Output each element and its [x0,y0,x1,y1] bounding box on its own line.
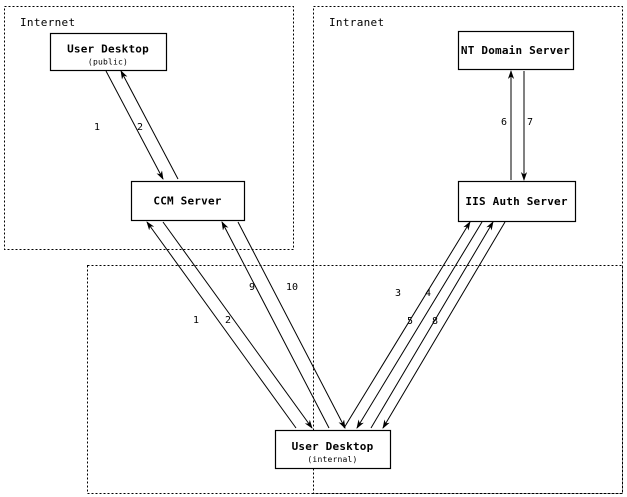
flow-step-label-5-user-desktop-internal-to-iis-auth-server: 5 [407,316,413,327]
flows-layer [105,70,528,429]
flow-line-10-ccm-to-internal [237,221,346,429]
zone-boundary-internet [4,6,294,250]
node-title-user-desktop-internal: User Desktop [292,440,374,453]
flow-line-5-internal-to-iis [370,221,494,429]
flow-line-3-internal-to-iis [343,221,471,429]
node-title-nt-domain-server: NT Domain Server [461,44,570,57]
flow-line-4-iis-to-internal [356,221,483,429]
zone-label-intranet: Intranet [329,16,384,29]
flow-step-label-3-user-desktop-internal-to-iis-auth-server: 3 [395,288,401,299]
flow-step-label-10-ccm-server-to-user-desktop-internal: 10 [286,282,298,293]
flow-step-label-8-iis-auth-server-to-user-desktop-internal: 8 [432,316,438,327]
flow-step-label-2-ccm-server-to-user-desktop-internal: 2 [225,315,231,326]
node-user-desktop-public[interactable]: User Desktop (public) [49,32,168,72]
node-box-iis-auth-server[interactable] [457,180,577,223]
node-user-desktop-internal[interactable]: User Desktop (internal) [274,429,392,470]
flow-line-8-iis-to-internal [382,221,506,429]
flow-line-2-ccm-to-internal [162,221,313,429]
nodes-layer: User Desktop (public) CCM Server NT Domain … [49,30,577,470]
node-iis-auth-server[interactable]: IIS Auth Server [457,180,577,223]
node-subtitle-user-desktop-public: (public) [88,58,128,67]
flow-line-2-ccm-to-public [120,70,179,180]
node-box-nt-domain-server[interactable] [457,30,575,71]
node-box-user-desktop-internal[interactable] [274,429,392,470]
zone-intranet: Intranet [313,6,623,494]
node-title-user-desktop-public: User Desktop [67,43,149,56]
flow-step-label-7-nt-domain-server-to-iis-auth-server: 7 [527,117,533,128]
flow-step-label-9-user-desktop-internal-to-ccm-server: 9 [249,282,255,293]
flow-line-1-internal-to-ccm [146,221,297,429]
flow-line-9-internal-to-ccm [221,221,330,429]
node-box-user-desktop-public[interactable] [49,32,168,72]
node-box-ccm-server[interactable] [130,180,246,222]
flow-line-1-public-to-ccm [105,70,164,180]
zone-boundary-internal [87,265,623,494]
zone-internet: Internet [4,6,294,250]
node-subtitle-user-desktop-internal: (internal) [307,455,357,464]
flow-step-labels-layer: 1 2 1 2 3 4 5 6 7 8 9 10 [94,117,533,327]
flow-step-label-4-iis-auth-server-to-user-desktop-internal: 4 [425,288,431,299]
flow-step-label-2-ccm-server-to-user-desktop-public: 2 [137,122,143,133]
flow-step-label-6-iis-auth-server-to-nt-domain-server: 6 [501,117,507,128]
node-title-ccm-server: CCM Server [153,195,221,208]
node-nt-domain-server[interactable]: NT Domain Server [457,30,575,71]
flow-step-label-1-user-desktop-internal-to-ccm-server: 1 [193,315,199,326]
zones-layer: Internet Intranet [4,6,623,494]
node-title-iis-auth-server: IIS Auth Server [465,195,568,208]
zone-label-internet: Internet [20,16,75,29]
zone-boundary-intranet [313,6,623,494]
node-ccm-server[interactable]: CCM Server [130,180,246,222]
flow-step-label-1-user-desktop-public-to-ccm-server: 1 [94,122,100,133]
zone-internal [87,265,623,494]
